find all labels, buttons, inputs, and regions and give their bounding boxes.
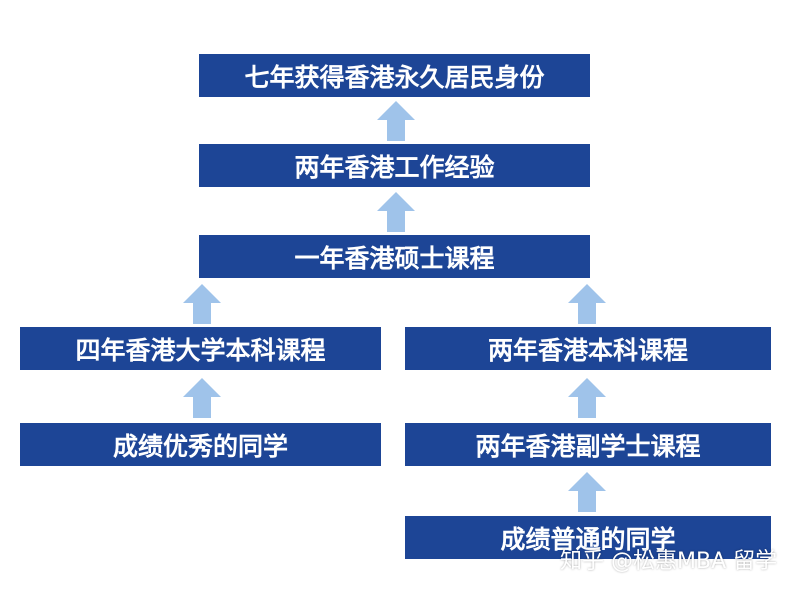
node-label: 两年香港本科课程	[487, 335, 688, 365]
up-arrow-icon	[183, 378, 221, 418]
node-two-year-undergrad: 两年香港本科课程	[405, 327, 771, 370]
up-arrow-icon	[183, 284, 221, 324]
node-work-experience: 两年香港工作经验	[199, 144, 590, 187]
up-arrow-icon	[377, 101, 415, 141]
up-arrow-icon	[377, 192, 415, 232]
node-four-year-undergrad: 四年香港大学本科课程	[20, 327, 381, 370]
node-label: 七年获得香港永久居民身份	[244, 62, 545, 92]
node-associate-degree: 两年香港副学士课程	[405, 423, 771, 466]
up-arrow-icon	[568, 472, 606, 512]
node-label: 两年香港副学士课程	[475, 431, 701, 461]
up-arrow-icon	[568, 284, 606, 324]
node-label: 成绩优秀的同学	[112, 431, 288, 461]
node-permanent-residency: 七年获得香港永久居民身份	[199, 54, 590, 97]
node-label: 成绩普通的同学	[500, 524, 676, 554]
node-label: 两年香港工作经验	[294, 152, 495, 182]
node-excellent-students: 成绩优秀的同学	[20, 423, 381, 466]
watermark: 知乎 @松惠MBA 留学	[560, 549, 778, 574]
node-label: 四年香港大学本科课程	[75, 335, 326, 365]
node-average-students: 成绩普通的同学	[405, 516, 771, 559]
node-label: 一年香港硕士课程	[294, 243, 495, 273]
node-master-program: 一年香港硕士课程	[199, 235, 590, 278]
up-arrow-icon	[568, 378, 606, 418]
